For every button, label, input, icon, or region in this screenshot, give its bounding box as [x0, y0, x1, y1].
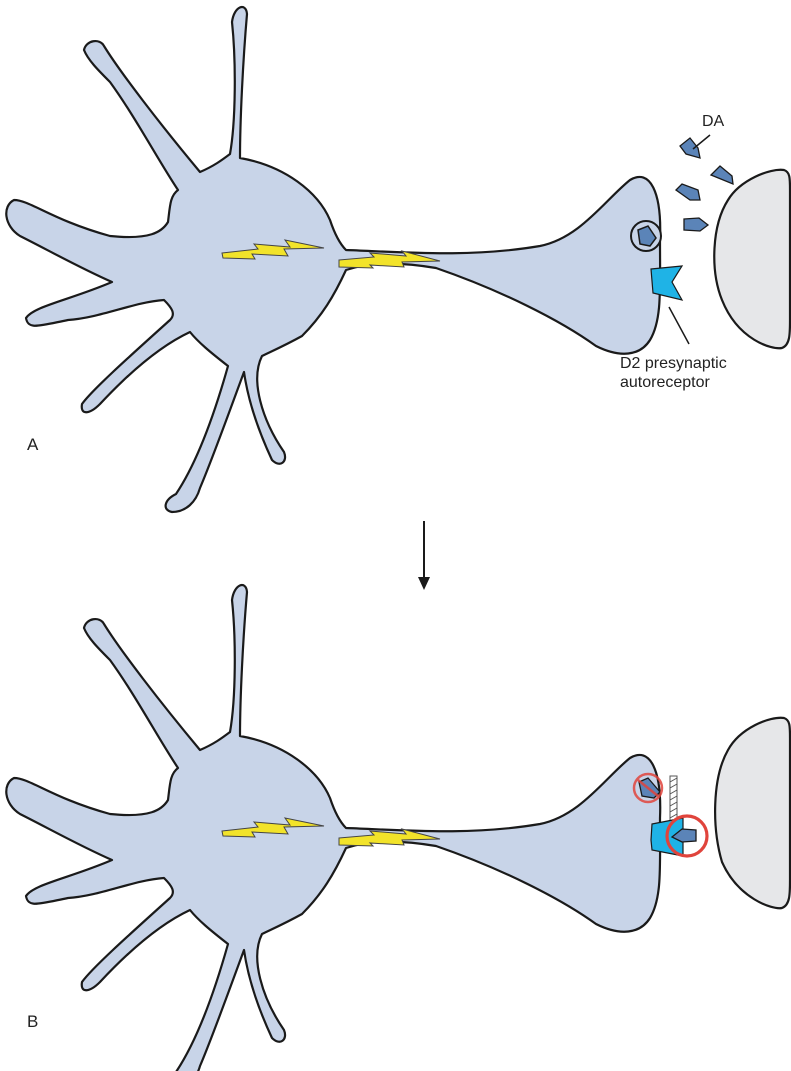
- dopamine-molecule: [709, 165, 734, 186]
- receptor-label-line1: D2 presynaptic: [620, 355, 727, 372]
- impulse-bolt-icon: [338, 828, 441, 847]
- occupied-d2-receptor: [650, 814, 709, 858]
- transition-arrow: [418, 521, 430, 590]
- released-dopamine-a: [674, 137, 734, 232]
- dopamine-molecule: [683, 217, 710, 232]
- impulse-bolt-icon: [221, 817, 325, 838]
- inhibition-circle-icon: [632, 772, 664, 804]
- occupied-circle-icon: [665, 814, 709, 858]
- dopamine-in-vesicle: [637, 225, 657, 247]
- impulse-bolt-icon: [338, 250, 441, 269]
- dopamine-molecule: [670, 828, 697, 843]
- postsynaptic-neuron-b: [714, 716, 791, 910]
- panel-b: [5, 583, 791, 1071]
- neuron-soma-a: [5, 5, 662, 514]
- da-label: DA: [702, 113, 725, 130]
- inhibition-slash: [637, 779, 659, 797]
- presynaptic-neuron-a: [5, 5, 662, 514]
- arrow-down-icon: [418, 577, 430, 590]
- receptor-leader-line: [668, 306, 690, 345]
- presynaptic-neuron-b: [5, 583, 662, 1071]
- receptor-label: D2 presynaptic autoreceptor: [620, 354, 727, 392]
- da-leader-line: [692, 134, 711, 150]
- impulse-bolt-icon: [221, 239, 325, 260]
- dopamine-molecule: [674, 183, 701, 201]
- panel-label-b: B: [27, 1012, 39, 1031]
- receptor-label-line2: autoreceptor: [620, 374, 710, 391]
- vesicle-a: [630, 220, 662, 252]
- neuron-soma-b: [5, 583, 662, 1071]
- d2-autoreceptor-icon: [650, 265, 684, 301]
- dopamine-molecule: [679, 137, 701, 159]
- action-potential-b: [221, 817, 441, 847]
- blocked-vesicle-b: [632, 772, 664, 804]
- postsynaptic-neuron-a: [713, 168, 791, 350]
- panel-label-a: A: [27, 435, 39, 454]
- action-potential-a: [221, 239, 441, 269]
- panel-a: [5, 5, 791, 514]
